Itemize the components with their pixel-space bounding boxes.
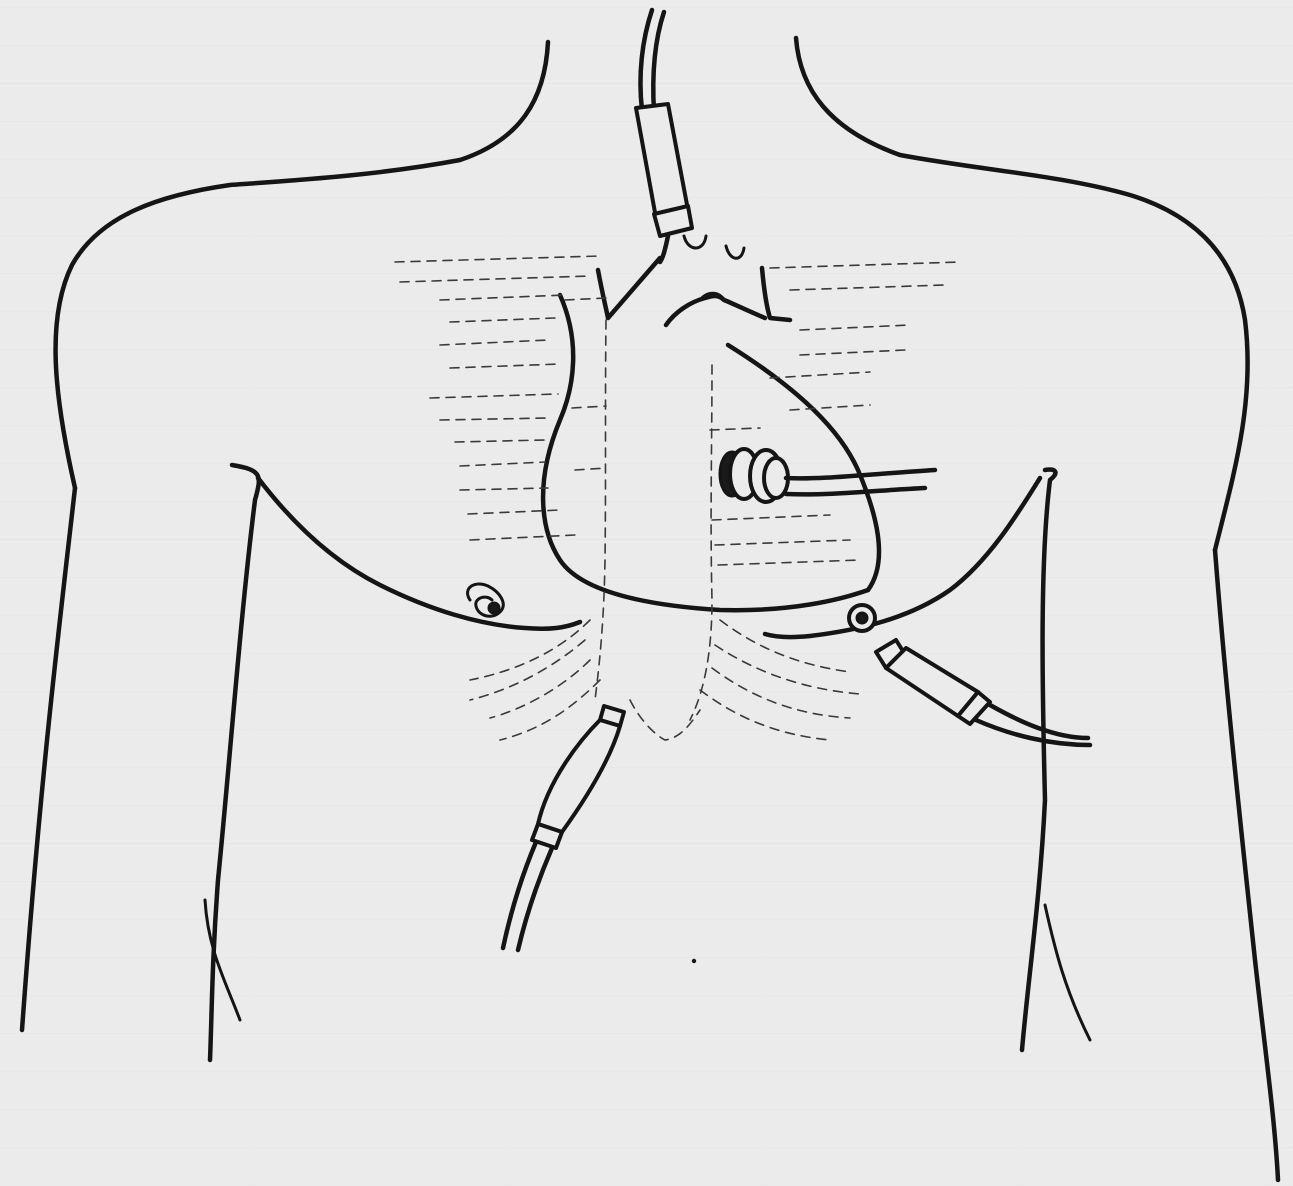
field-line [450, 364, 560, 368]
field-line [395, 256, 600, 262]
field-line [720, 620, 850, 672]
torso-outline [22, 38, 1278, 1180]
field-line [470, 535, 575, 540]
field-line [440, 295, 565, 300]
field-line [450, 318, 555, 322]
right-nipple-icon [849, 605, 875, 631]
field-line [790, 285, 945, 290]
field-line [575, 468, 606, 470]
field-line [565, 298, 606, 300]
field-line [455, 440, 545, 442]
field-line [800, 350, 905, 355]
precordial-electrode-icon [720, 449, 935, 502]
field-line [790, 405, 870, 410]
ink-dot [692, 959, 696, 963]
left-arm-outer [22, 488, 75, 1030]
left-lateral-electrode-icon [876, 640, 1090, 745]
field-line [430, 394, 558, 398]
field-line [700, 690, 830, 740]
sternum-line-right [690, 365, 712, 720]
lateral-cable [976, 705, 1090, 745]
neck-left-line [56, 42, 548, 488]
field-lines [395, 256, 960, 740]
field-line [718, 560, 860, 565]
neck-electrode-body [636, 104, 688, 218]
left-pectoral-line [258, 478, 580, 629]
field-line [800, 325, 910, 330]
vessel-left [598, 258, 660, 318]
right-arm-crease [1045, 905, 1090, 1040]
neck-cable [640, 10, 664, 112]
neck-electrode-icon [636, 10, 692, 262]
field-line [715, 540, 850, 545]
vessel-u-1 [684, 236, 706, 248]
vessel-right [762, 268, 790, 320]
field-line [572, 406, 606, 408]
heart-outline [543, 236, 879, 610]
field-line [490, 660, 590, 718]
field-line [440, 418, 548, 420]
field-line [460, 488, 548, 490]
aortic-arch [666, 296, 765, 325]
left-nipple-icon [468, 584, 504, 616]
field-line [460, 462, 545, 466]
right-arm-outer [1215, 550, 1278, 1180]
epigastric-electrode-icon [503, 706, 624, 950]
field-line [710, 428, 760, 430]
precordial-cable [786, 470, 935, 494]
field-line [470, 640, 585, 700]
right-pectoral-line [765, 478, 1040, 637]
neck-lead-wire [660, 236, 668, 262]
epigastric-electrode-body [538, 720, 620, 832]
field-line [770, 372, 870, 378]
right-arm-inner [1022, 469, 1055, 1050]
sternum-line-left [595, 320, 606, 700]
heart-left-border [543, 295, 868, 610]
field-line [440, 340, 548, 345]
field-line [500, 680, 600, 740]
left-arm-inner [210, 465, 259, 1060]
field-line [712, 515, 830, 520]
field-line [770, 262, 960, 268]
field-line [400, 276, 590, 282]
epigastric-cable [503, 842, 552, 950]
vessel-u-2 [726, 246, 744, 258]
